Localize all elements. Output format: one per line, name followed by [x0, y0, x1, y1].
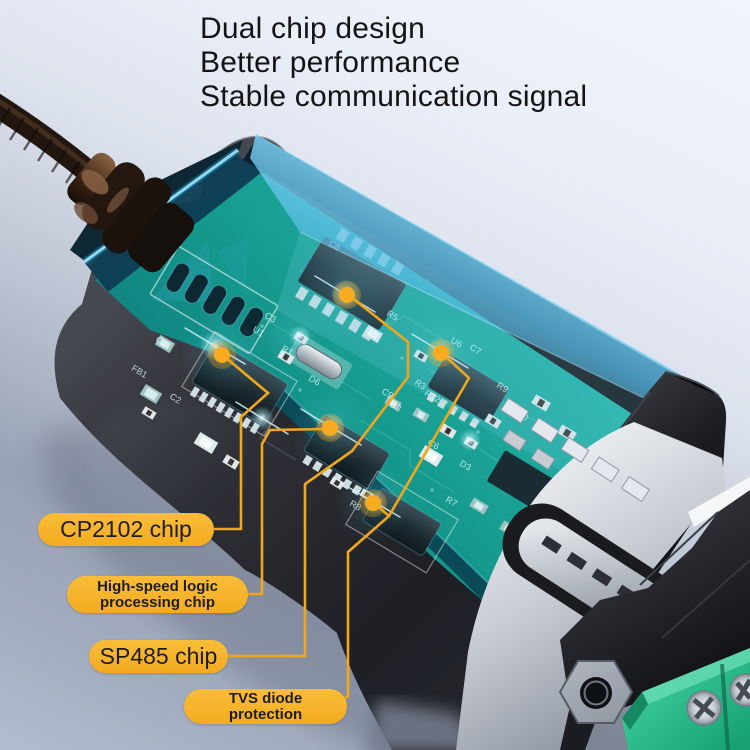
headline: Dual chip design Better performance Stab… — [200, 12, 587, 114]
headline-line-1: Dual chip design — [200, 12, 426, 45]
headline-line-2: Better performance — [200, 46, 461, 79]
callout-line-cp2102 — [212, 356, 270, 531]
callout-line-sp485 — [226, 295, 410, 658]
callout-label-tvs-line1: TVS diode — [228, 689, 303, 707]
hex-standoff — [558, 660, 634, 724]
strain-relief — [67, 152, 195, 273]
callout-dots — [208, 281, 455, 517]
callout-label-sp485: SP485 chip — [89, 640, 228, 673]
callout-line-logic — [246, 427, 328, 596]
callout-label-logic: High-speed logic processing chip — [67, 576, 248, 613]
terminal-block — [558, 490, 750, 750]
callout-label-cp2102-text: CP2102 chip — [60, 516, 192, 542]
callout-label-tvs-line2: protection — [228, 705, 303, 723]
screw-terminal — [622, 648, 750, 750]
headline-line-3: Stable communication signal — [200, 80, 588, 113]
callout-line-tvs — [339, 504, 391, 704]
callout-label-sp485-text: SP485 chip — [99, 643, 218, 669]
db9-shell-stampings — [500, 397, 651, 503]
callout-label-cp2102: CP2102 chip — [38, 513, 214, 546]
callout-label-tvs: TVS diode protection — [184, 689, 347, 724]
callout-lines — [212, 295, 471, 704]
terminal-screw — [729, 673, 750, 707]
callout-label-logic-line1: High-speed logic — [97, 577, 218, 595]
callout-line-tvs-branch — [387, 355, 471, 517]
callout-label-logic-line2: processing chip — [99, 593, 216, 611]
terminal-screw — [686, 690, 722, 726]
